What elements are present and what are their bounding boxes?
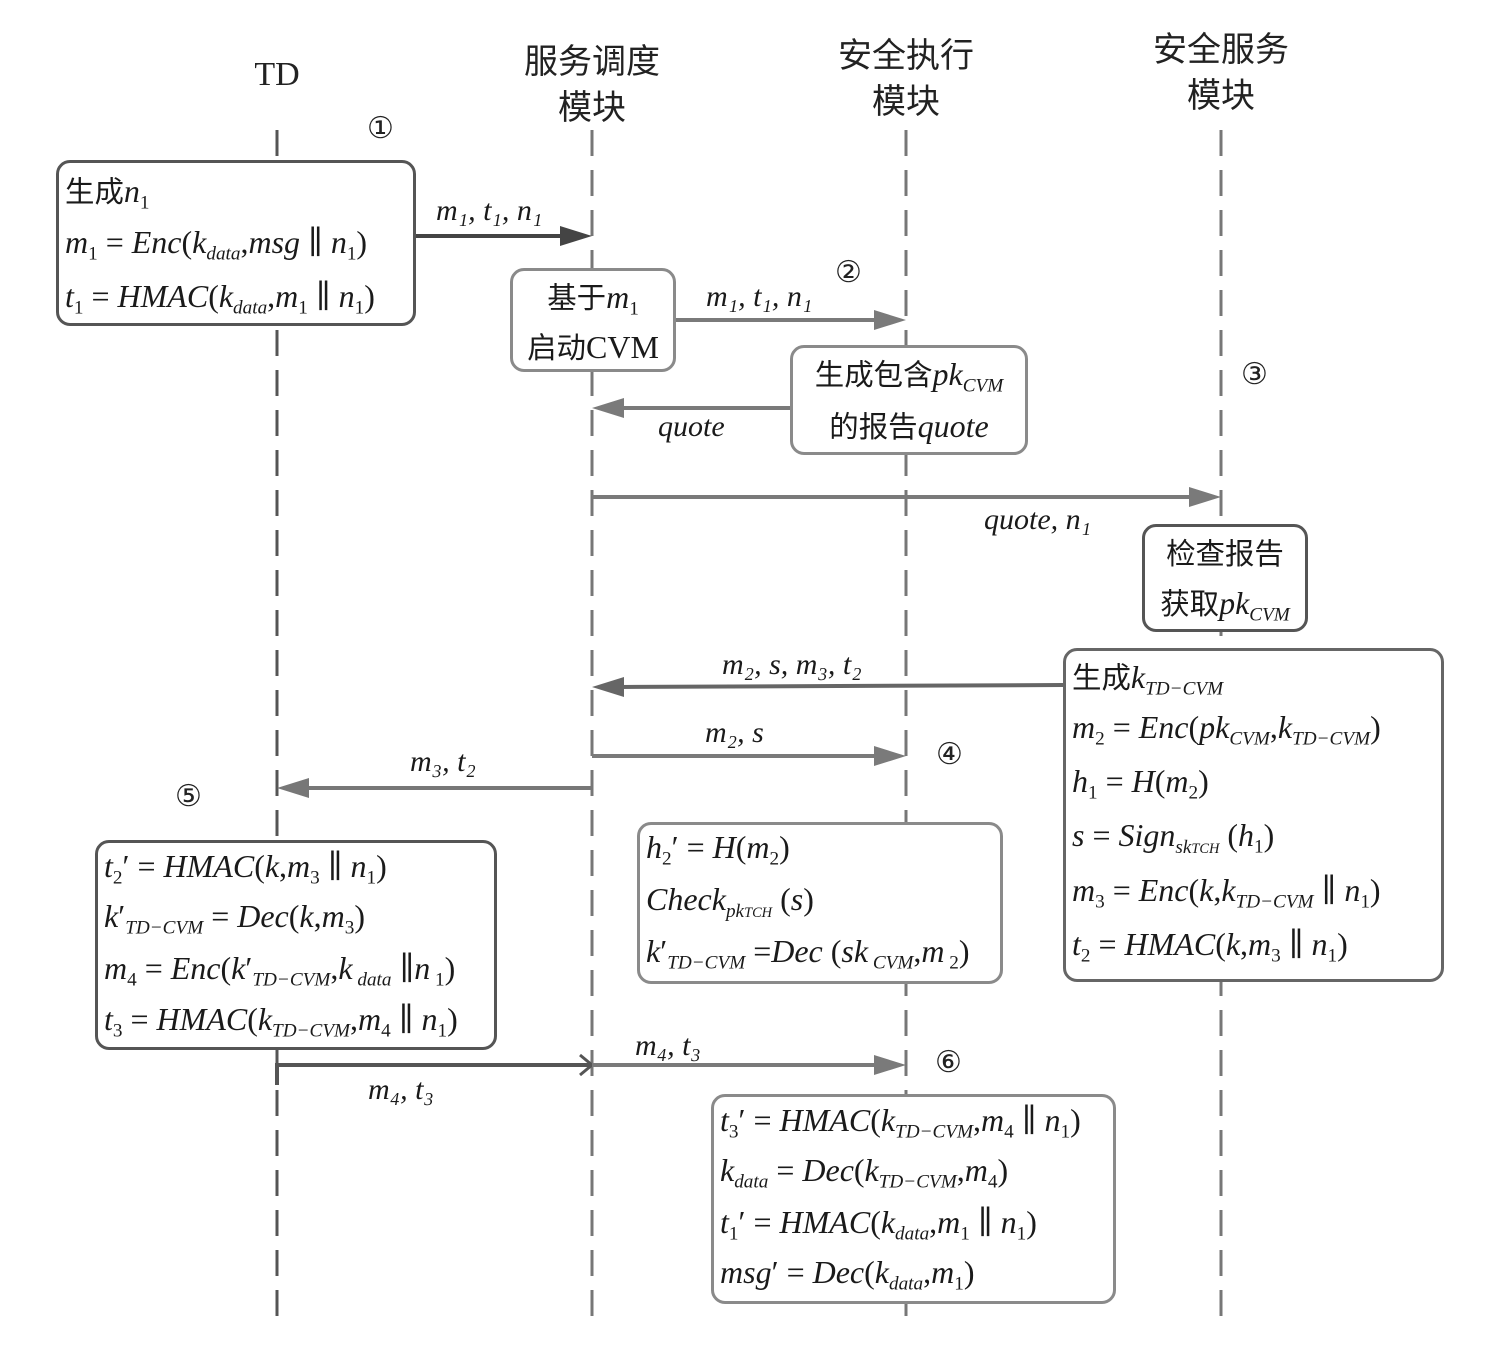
box-exec-decrypt-data: t3′ = HMAC(kTD−CVM,m4 ∥ n1) kdata = Dec(… xyxy=(711,1094,1116,1304)
box-line: 获取pkCVM xyxy=(1160,585,1290,626)
box-line: k′TD−CVM =Dec (sk CVM,m 2) xyxy=(646,933,970,974)
arrow-service-to-scheduler-m2 xyxy=(592,677,1064,697)
message-label: m₃, t₂ xyxy=(410,745,476,778)
header-line: 安全执行 xyxy=(838,38,974,75)
box-td-verify: t2′ = HMAC(k,m3 ∥ n1) k′TD−CVM = Dec(k,m… xyxy=(95,840,497,1050)
message-label: m₄, t₃ xyxy=(635,1029,701,1062)
lifeline-header-td: TD xyxy=(217,52,337,98)
box-line: m3 = Enc(k,kTD−CVM ∥ n1) xyxy=(1072,872,1381,913)
message-label: m₁, t₁, n₁ xyxy=(706,280,813,313)
step-marker-6: ⑥ xyxy=(935,1046,962,1079)
message-label: m₄, t₃ xyxy=(368,1073,434,1106)
box-line: 生成包含pkCVM xyxy=(814,356,1004,397)
box-scheduler-start-cvm: 基于m1 启动CVM xyxy=(510,268,676,372)
box-exec-check-signature: h2′ = H(m2) CheckpkTCH (s) k′TD−CVM =Dec… xyxy=(637,822,1003,984)
box-exec-generate-quote: 生成包含pkCVM 的报告quote xyxy=(790,345,1028,455)
box-line: 的报告quote xyxy=(829,408,989,444)
arrow-td-to-scheduler-m4 xyxy=(275,1053,595,1085)
header-line: 服务调度 xyxy=(524,44,660,81)
step-marker-3: ③ xyxy=(1241,358,1268,391)
lifeline-header-scheduler: 服务调度 模块 xyxy=(522,40,662,132)
header-line: 模块 xyxy=(872,84,940,121)
box-line: t1′ = HMAC(kdata,m1 ∥ n1) xyxy=(720,1204,1037,1245)
header-line: 模块 xyxy=(1187,78,1255,115)
step-marker-4: ④ xyxy=(936,738,963,771)
step-marker-2: ② xyxy=(835,256,862,289)
arrow-scheduler-to-td-m3 xyxy=(277,778,592,798)
box-line: h1 = H(m2) xyxy=(1072,763,1209,804)
message-label: m₂, s, m₃, t₂ xyxy=(722,648,862,681)
header-line: TD xyxy=(254,56,300,93)
box-line: 启动CVM xyxy=(527,329,659,365)
step-marker-1: ① xyxy=(367,112,394,145)
arrow-scheduler-to-exec-1 xyxy=(676,310,906,330)
message-label: quote xyxy=(658,410,725,443)
message-label: m₂, s xyxy=(705,716,764,749)
box-line: 检查报告 xyxy=(1166,537,1284,571)
box-line: CheckpkTCH (s) xyxy=(646,881,814,922)
arrow-scheduler-to-service-quote xyxy=(592,487,1221,507)
message-label: m₁, t₁, n₁ xyxy=(436,194,543,227)
header-line: 安全服务 xyxy=(1153,32,1289,69)
box-line: kdata = Dec(kTD−CVM,m4) xyxy=(720,1152,1009,1193)
box-line: 生成n1 xyxy=(65,173,150,214)
box-line: t2′ = HMAC(k,m3 ∥ n1) xyxy=(104,848,387,889)
box-line: t3′ = HMAC(kTD−CVM,m4 ∥ n1) xyxy=(720,1102,1081,1143)
header-line: 模块 xyxy=(558,90,626,127)
lifeline-header-service: 安全服务 模块 xyxy=(1151,28,1291,120)
box-line: t3 = HMAC(kTD−CVM,m4 ∥ n1) xyxy=(104,1001,458,1042)
box-line: h2′ = H(m2) xyxy=(646,829,790,870)
step-marker-5: ⑤ xyxy=(175,780,202,813)
box-line: t2 = HMAC(k,m3 ∥ n1) xyxy=(1072,926,1348,967)
arrow-scheduler-to-exec-m2 xyxy=(592,746,906,766)
box-line: t1 = HMAC(kdata,m1 ∥ n1) xyxy=(65,278,375,319)
box-line: 基于m1 xyxy=(547,279,639,320)
arrow-td-to-scheduler-1 xyxy=(416,226,592,246)
box-line: s = SignskTCH (h1) xyxy=(1072,817,1275,858)
message-label: quote, n₁ xyxy=(984,503,1092,536)
box-service-generate-key: 生成kTD−CVM m2 = Enc(pkCVM,kTD−CVM) h1 = H… xyxy=(1063,648,1444,982)
box-line: k′TD−CVM = Dec(k,m3) xyxy=(104,898,365,939)
box-td-generate-n1: 生成n1 m1 = Enc(kdata,msg ∥ n1) t1 = HMAC(… xyxy=(56,160,416,326)
arrow-exec-to-scheduler-quote xyxy=(592,398,792,418)
lifeline-header-exec: 安全执行 模块 xyxy=(836,34,976,126)
arrow-scheduler-to-exec-m4 xyxy=(592,1055,906,1075)
box-service-check-report: 检查报告 获取pkCVM xyxy=(1142,524,1308,632)
box-line: msg′ = Dec(kdata,m1) xyxy=(720,1254,975,1295)
box-line: m1 = Enc(kdata,msg ∥ n1) xyxy=(65,224,368,265)
box-line: m4 = Enc(k′TD−CVM,k data ∥n 1) xyxy=(104,950,456,991)
box-line: 生成kTD−CVM xyxy=(1072,659,1224,700)
box-line: m2 = Enc(pkCVM,kTD−CVM) xyxy=(1072,709,1381,750)
